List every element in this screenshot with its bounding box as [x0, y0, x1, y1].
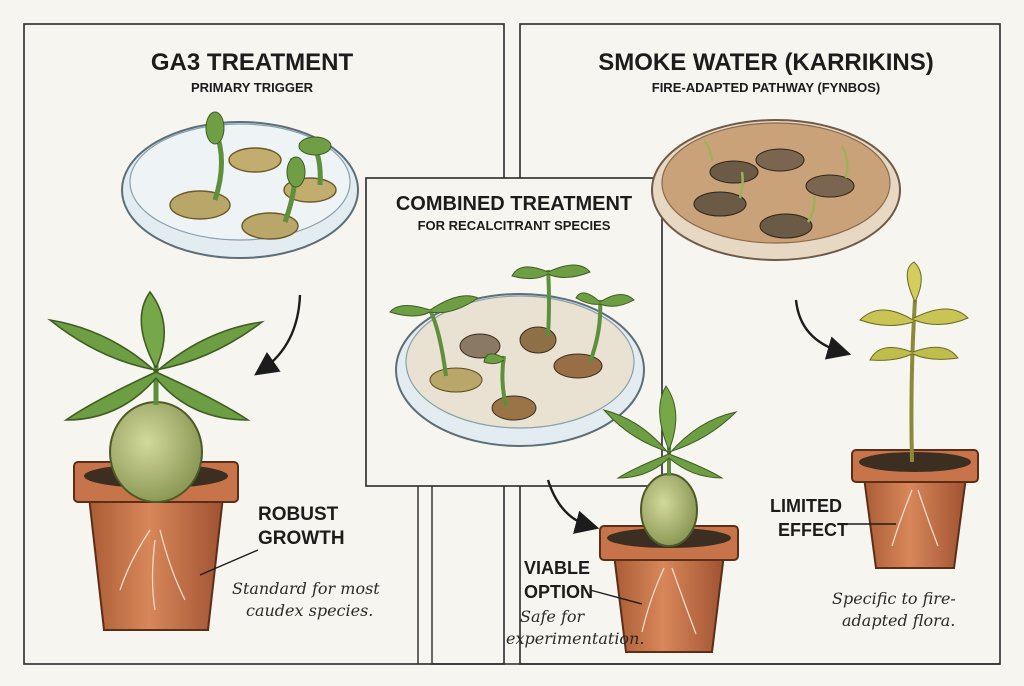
combined-note-line2: experimentation.	[506, 629, 644, 648]
combined-arrow	[546, 479, 600, 534]
combined-petri-dish	[389, 264, 645, 447]
smoke-subtitle: FIRE-ADAPTED PATHWAY (FYNBOS)	[652, 80, 880, 95]
ga3-title: GA3 TREATMENT	[151, 49, 354, 76]
ga3-note-line2: caudex species.	[246, 601, 373, 620]
combined-label-line1: VIABLE	[524, 558, 590, 578]
ga3-label-line2: GROWTH	[258, 528, 345, 549]
combined-caudex-plant	[599, 385, 739, 653]
ga3-petri-dish	[121, 111, 359, 259]
smoke-title: SMOKE WATER (KARRIKINS)	[598, 49, 934, 76]
combined-note-line1: Safe for	[520, 607, 586, 626]
smoke-arrow	[794, 299, 852, 360]
smoke-petri-dish	[651, 119, 901, 261]
smoke-note-line1: Specific to fire-	[832, 589, 956, 608]
smoke-seedling-plant	[851, 261, 979, 569]
ga3-subtitle: PRIMARY TRIGGER	[191, 80, 314, 95]
combined-label-leader	[589, 589, 643, 605]
ga3-arrow	[254, 294, 302, 376]
combined-subtitle: FOR RECALCITRANT SPECIES	[418, 218, 611, 233]
combined-title: COMBINED TREATMENT	[396, 193, 632, 215]
smoke-label-line2: EFFECT	[778, 520, 848, 540]
ga3-label-leader	[199, 549, 259, 576]
smoke-note-line2: adapted flora.	[842, 611, 955, 630]
combined-label-line2: OPTION	[524, 582, 593, 602]
combined-lower-frame	[417, 486, 1000, 665]
ga3-note-line1: Standard for most	[232, 579, 380, 598]
ga3-caudex-plant	[47, 290, 265, 631]
ga3-label-line1: ROBUST	[258, 504, 339, 525]
smoke-label-line1: LIMITED	[770, 496, 842, 516]
